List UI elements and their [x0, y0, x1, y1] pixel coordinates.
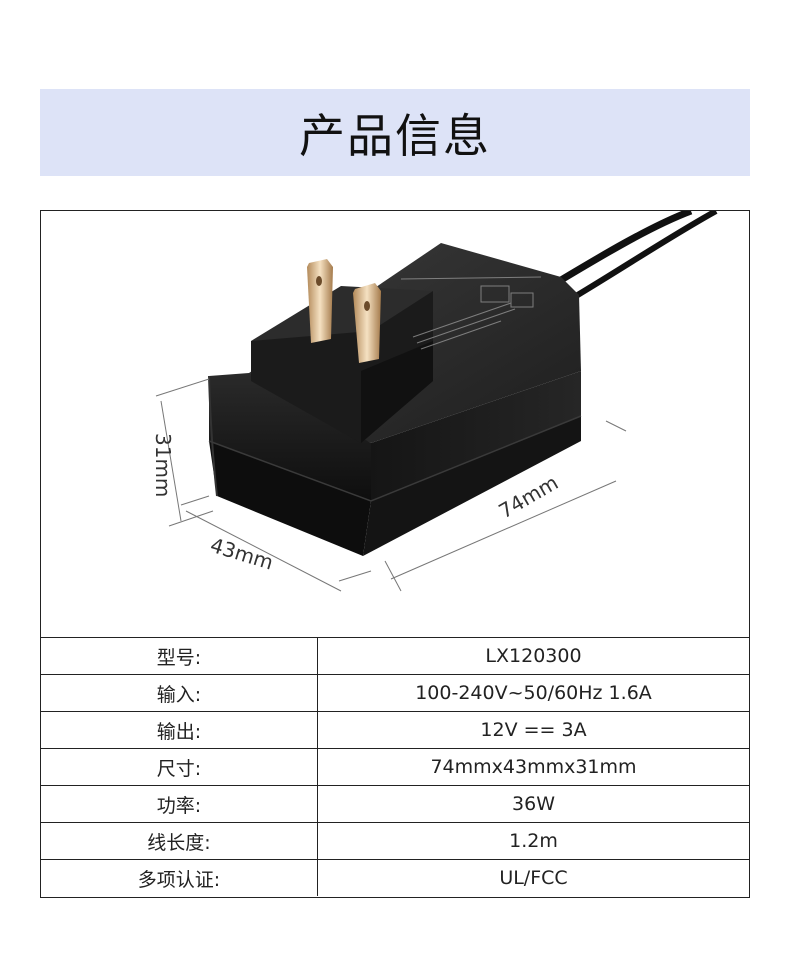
spec-value: 74mmx43mmx31mm: [317, 748, 749, 786]
product-image-area: 31mm 43mm 74mm: [41, 211, 749, 637]
spec-label: 输出:: [41, 711, 318, 749]
spec-value: 12V == 3A: [317, 711, 749, 749]
power-adapter-illustration: 31mm 43mm 74mm: [151, 211, 718, 592]
adapter-front-face: [209, 373, 371, 501]
plug-prong-right: [353, 283, 381, 363]
plug-prong-left: [307, 259, 333, 343]
dim-height-label: 31mm: [151, 433, 175, 497]
spec-label: 尺寸:: [41, 748, 318, 786]
spec-label: 型号:: [41, 637, 318, 675]
table-row: 线长度: 1.2m: [41, 822, 749, 860]
product-info-frame: 31mm 43mm 74mm 型号: LX120300 输入: 100-240V…: [40, 210, 750, 898]
table-row: 型号: LX120300: [41, 637, 749, 675]
table-row: 功率: 36W: [41, 785, 749, 823]
table-row: 多项认证: UL/FCC: [41, 859, 749, 896]
table-row: 输入: 100-240V~50/60Hz 1.6A: [41, 674, 749, 712]
spec-label: 多项认证:: [41, 859, 318, 896]
spec-value: UL/FCC: [317, 859, 749, 896]
dim-width-label: 43mm: [208, 533, 277, 575]
spec-label: 功率:: [41, 785, 318, 823]
spec-value: 100-240V~50/60Hz 1.6A: [317, 674, 749, 712]
spec-value: 36W: [317, 785, 749, 823]
spec-value: LX120300: [317, 637, 749, 675]
cable: [549, 211, 693, 290]
table-row: 输出: 12V == 3A: [41, 711, 749, 749]
table-row: 尺寸: 74mmx43mmx31mm: [41, 748, 749, 786]
spec-label: 线长度:: [41, 822, 318, 860]
spec-label: 输入:: [41, 674, 318, 712]
title-banner: 产品信息: [40, 89, 750, 176]
spec-table: 型号: LX120300 输入: 100-240V~50/60Hz 1.6A 输…: [41, 637, 749, 896]
adapter-side-face: [371, 371, 581, 501]
spec-value: 1.2m: [317, 822, 749, 860]
page-title: 产品信息: [299, 108, 491, 163]
